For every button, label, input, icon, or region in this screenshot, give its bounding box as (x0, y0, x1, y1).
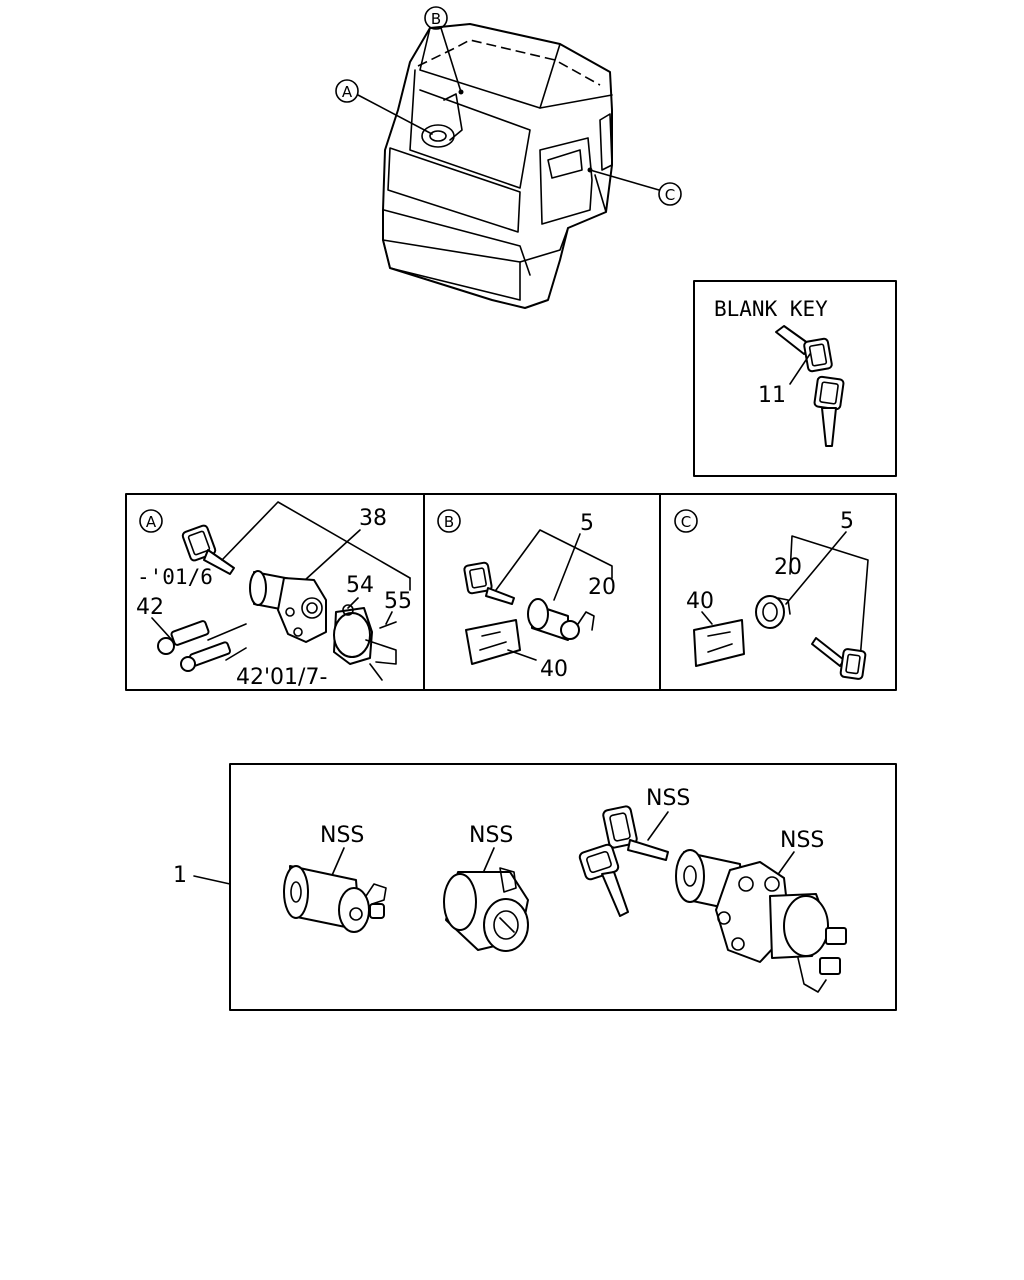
panel-b: B 5 20 40 (437, 509, 616, 682)
retainer-clip-icon (465, 619, 521, 665)
blank-key-box: BLANK KEY 11 (693, 280, 897, 477)
detail-panels (125, 493, 897, 691)
svg-text:B: B (444, 513, 454, 531)
switch-body-icon (333, 604, 397, 681)
nss-label-1: NSS (320, 823, 364, 848)
callout-a: A (335, 79, 433, 135)
svg-text:A: A (342, 83, 353, 101)
svg-text:B: B (431, 10, 441, 28)
ignition-switch-assembly-icon (675, 849, 847, 993)
part-38-label: 38 (359, 506, 387, 531)
part-20-label: 20 (774, 555, 802, 580)
key-pair-icon (578, 805, 669, 917)
nss-label-4: NSS (780, 828, 824, 853)
part-5-label: 5 (840, 509, 854, 534)
part-20-label: 20 (588, 575, 616, 600)
part-5-label: 5 (580, 511, 594, 536)
svg-text:C: C (681, 513, 691, 531)
part-42-label: 42 (136, 595, 164, 620)
callout-c: C (589, 169, 682, 206)
kit-box: 1 NSS NSS NSS (173, 763, 897, 1011)
part-40-label: 40 (540, 657, 568, 682)
part-11-label: 11 (758, 383, 786, 408)
screw-icon (157, 620, 232, 672)
part-55-label: 55 (384, 589, 412, 614)
svg-text:C: C (665, 186, 675, 204)
panel-a: A -'01/6 38 54 55 (136, 501, 412, 690)
retainer-clip-icon (693, 619, 745, 667)
key-icon (181, 524, 235, 575)
nss-label-2: NSS (469, 823, 513, 848)
blank-key-icon (775, 325, 845, 447)
svg-text:A: A (146, 513, 157, 531)
truck-cab-illustration (382, 23, 613, 309)
panel-c: C 5 20 40 (674, 509, 869, 680)
ignition-cylinder-icon (249, 570, 327, 643)
blank-key-title: BLANK KEY (714, 297, 828, 321)
nss-label-3: NSS (646, 786, 690, 811)
part-1-label: 1 (173, 863, 187, 888)
note-01-6: -'01/6 (137, 565, 213, 589)
part-42-note-label: 42'01/7- (236, 665, 327, 690)
lock-cylinder-icon (283, 865, 387, 933)
key-icon (811, 637, 867, 680)
lock-cylinder-icon (527, 598, 595, 641)
door-lock-cylinder-icon (755, 595, 791, 629)
door-lock-cylinder-icon (443, 867, 529, 952)
part-40-label: 40 (686, 589, 714, 614)
callout-b: B (424, 6, 462, 93)
part-54-label: 54 (346, 573, 374, 598)
key-icon (463, 561, 515, 605)
